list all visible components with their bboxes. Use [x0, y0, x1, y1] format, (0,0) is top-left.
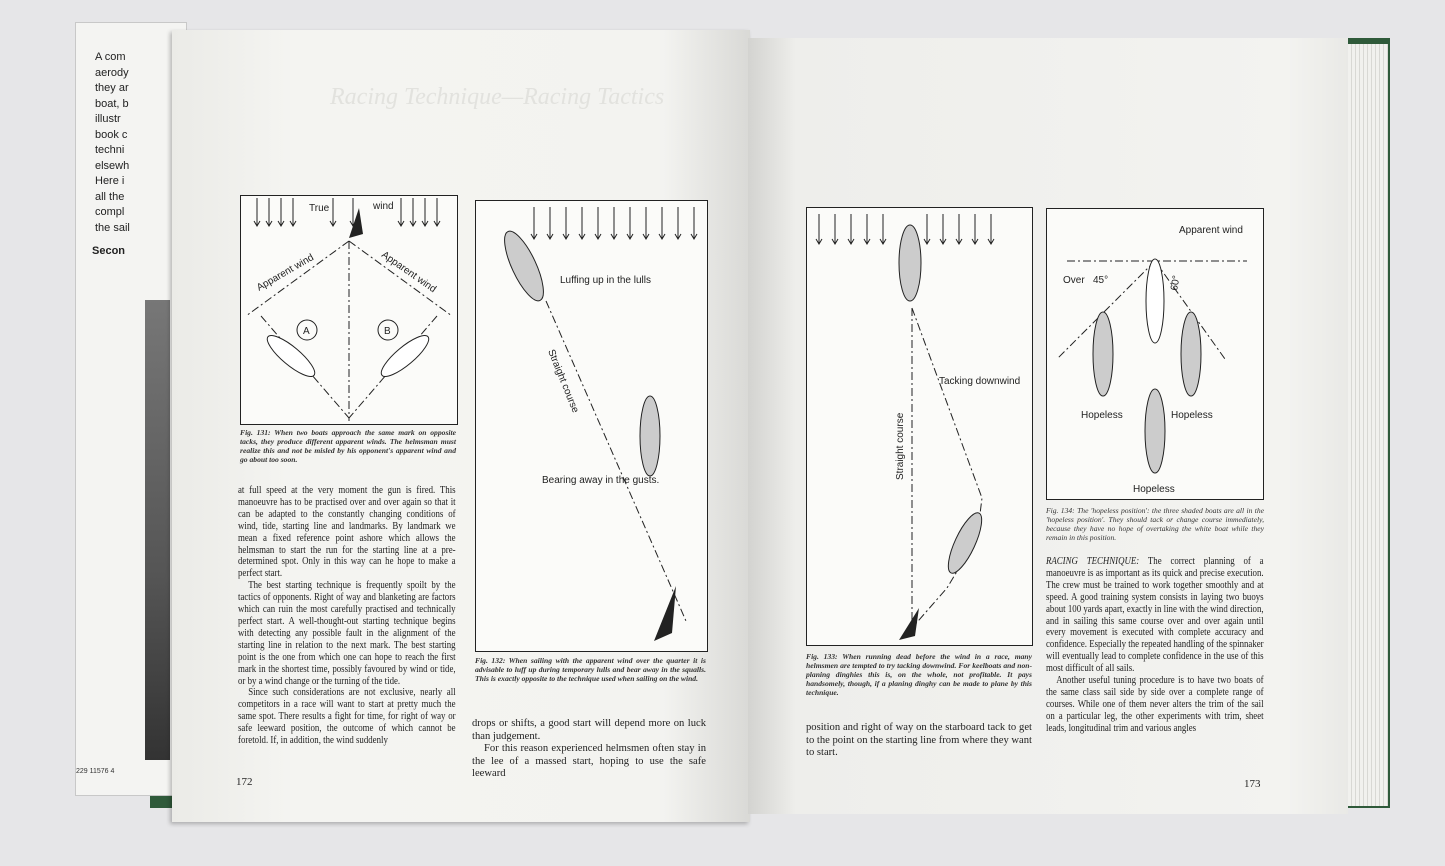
- wind-arrowhead: [815, 238, 823, 245]
- running-head-showthrough: Racing Technique—Racing Tactics: [330, 84, 665, 110]
- wind-arrowhead: [971, 238, 979, 245]
- label-hopeless-bottom: Hopeless: [1133, 484, 1175, 495]
- paragraph: The correct planning of a manoeuvre is a…: [1046, 556, 1264, 675]
- wind-arrowhead: [674, 233, 682, 240]
- page-number-left: 172: [236, 776, 253, 788]
- wind-arrowhead: [594, 233, 602, 240]
- fig132-diagram: Luffing up in the lulls Straight course …: [504, 207, 698, 641]
- wind-arrowhead: [433, 220, 441, 227]
- wind-arrowhead: [421, 220, 429, 227]
- back-cover-text: A com aerody they ar boat, b illustr boo…: [95, 51, 130, 234]
- wind-arrowhead: [863, 238, 871, 245]
- fig131-diagram: True wind Apparent wind Apparent wind A …: [245, 198, 453, 421]
- isbn: 229 11576 4: [76, 768, 115, 775]
- fig134-caption: Fig. 134: The 'hopeless position': the t…: [1046, 506, 1264, 542]
- wind-arrowhead: [610, 233, 618, 240]
- wind-arrowhead: [329, 220, 337, 227]
- wind-arrowhead: [253, 220, 261, 227]
- wind-arrowhead: [397, 220, 405, 227]
- fig133-diagram: Tacking downwind Straight course: [815, 214, 1020, 640]
- wind-arrowhead: [409, 220, 417, 227]
- label-apparent-wind-right: Apparent wind: [379, 249, 438, 295]
- paragraph: Another useful tuning procedure is to ha…: [1046, 675, 1264, 734]
- paragraph: For this reason experienced helmsmen oft…: [472, 743, 706, 780]
- label-straight-course: Straight course: [895, 412, 906, 480]
- paragraph: at full speed at the very moment the gun…: [238, 485, 456, 580]
- wind-arrowhead: [530, 233, 538, 240]
- right-column-2: RACING TECHNIQUE: The correct planning o…: [1046, 556, 1264, 735]
- wind-arrowhead: [879, 238, 887, 245]
- wind-arrowhead: [277, 220, 285, 227]
- paragraph: Since such considerations are not exclus…: [238, 687, 456, 747]
- paragraph: drops or shifts, a good start will depen…: [472, 718, 706, 742]
- label-bearing-away: Bearing away in the gusts.: [542, 475, 659, 486]
- figure-132: Luffing up in the lulls Straight course …: [475, 200, 708, 652]
- label-straight-course: Straight course: [545, 348, 581, 415]
- wind-arrowhead: [847, 238, 855, 245]
- figure-134: Apparent wind Over 45° 60° Hopeless Hope…: [1046, 208, 1264, 500]
- fig133-caption: Fig. 133: When running dead before the w…: [806, 652, 1032, 697]
- label-hopeless-right: Hopeless: [1171, 410, 1213, 421]
- wind-arrowhead: [658, 233, 666, 240]
- left-column-1: at full speed at the very moment the gun…: [238, 485, 456, 747]
- label-over: Over: [1063, 275, 1085, 286]
- label-apparent-wind: Apparent wind: [1179, 225, 1243, 236]
- wind-arrowhead: [955, 238, 963, 245]
- label-true: True: [309, 203, 330, 214]
- label-tacking: Tacking downwind: [939, 376, 1020, 387]
- wind-arrowhead: [546, 233, 554, 240]
- wind-arrowhead: [690, 233, 698, 240]
- fig132-caption: Fig. 132: When sailing with the apparent…: [475, 656, 706, 683]
- wind-arrowhead: [562, 233, 570, 240]
- paragraph: position and right of way on the starboa…: [806, 722, 1032, 759]
- label-60: 60°: [1169, 275, 1182, 292]
- label-a: A: [303, 326, 310, 337]
- fig131-caption: Fig. 131: When two boats approach the sa…: [240, 428, 456, 464]
- page-edges: [1340, 44, 1388, 806]
- fig134-diagram: Apparent wind Over 45° 60° Hopeless Hope…: [1056, 225, 1247, 495]
- paragraph: The best starting technique is frequentl…: [238, 580, 456, 687]
- wind-arrowhead: [923, 238, 931, 245]
- wind-arrowhead: [987, 238, 995, 245]
- label-b: B: [384, 326, 391, 337]
- label-luffing: Luffing up in the lulls: [560, 275, 651, 286]
- label-apparent-wind-left: Apparent wind: [255, 252, 316, 293]
- wind-arrowhead: [831, 238, 839, 245]
- back-cover-photo: [145, 300, 170, 760]
- wind-arrowhead: [265, 220, 273, 227]
- wind-arrowhead: [939, 238, 947, 245]
- right-column-1: position and right of way on the starboa…: [806, 722, 1032, 760]
- wind-arrowhead: [626, 233, 634, 240]
- section-heading: RACING TECHNIQUE:: [1046, 556, 1140, 567]
- figure-133: Tacking downwind Straight course: [806, 207, 1033, 646]
- back-cover-subheading: Secon: [92, 245, 126, 257]
- wind-arrowhead: [578, 233, 586, 240]
- figure-131: True wind Apparent wind Apparent wind A …: [240, 195, 458, 425]
- label-45: 45°: [1093, 275, 1108, 286]
- wind-arrowhead: [289, 220, 297, 227]
- wind-arrowhead: [642, 233, 650, 240]
- page-number-right: 173: [1244, 778, 1261, 790]
- label-hopeless-left: Hopeless: [1081, 410, 1123, 421]
- left-column-2: drops or shifts, a good start will depen…: [472, 718, 706, 781]
- label-wind: wind: [372, 201, 394, 212]
